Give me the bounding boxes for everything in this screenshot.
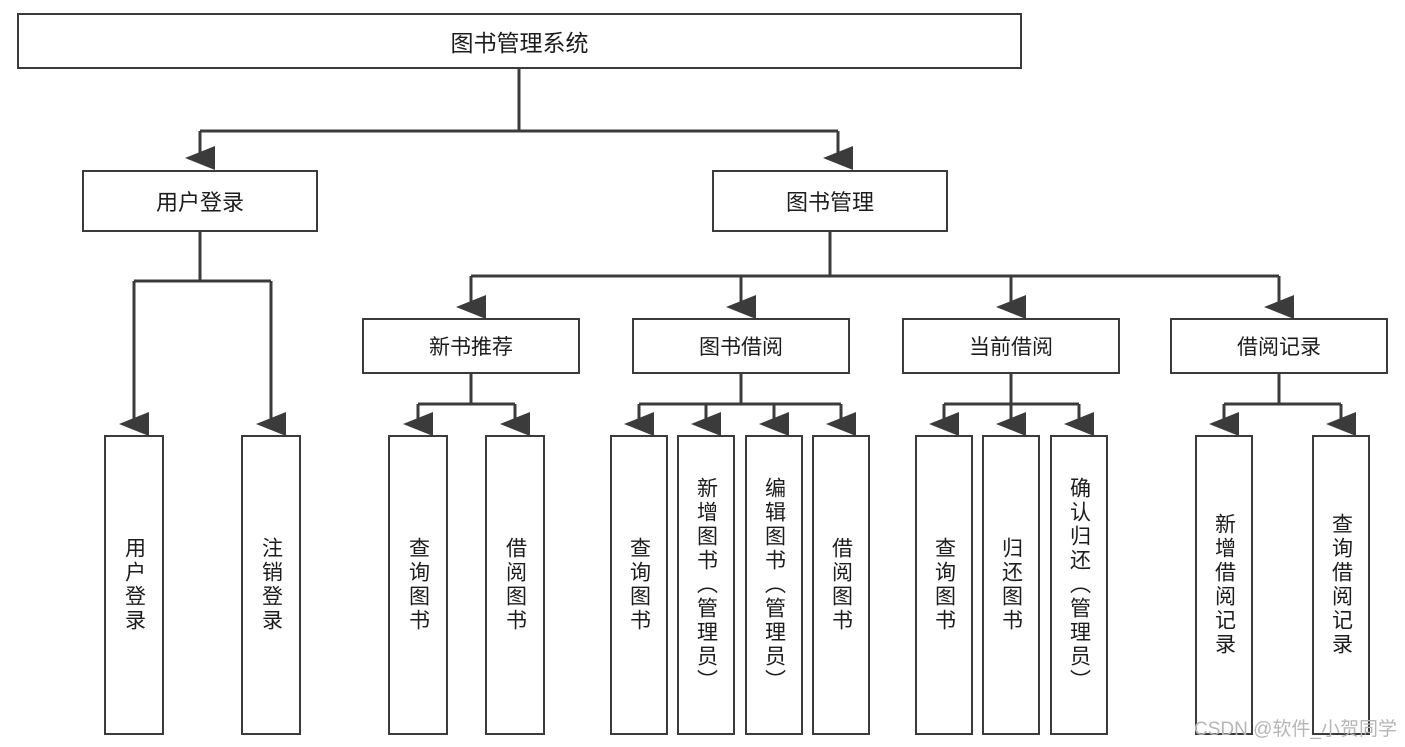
node-label: 图书管理系统 <box>450 30 589 56</box>
node-borrow-book[interactable]: 借阅图书 <box>812 435 870 735</box>
node-book-management-system[interactable]: 图书管理系统 <box>17 13 1022 69</box>
node-query-book-current[interactable]: 查询图书 <box>915 435 973 735</box>
node-label: 借阅记录 <box>1237 336 1321 359</box>
node-label: 新书推荐 <box>429 336 513 359</box>
node-user-login[interactable]: 用户登录 <box>82 170 318 232</box>
node-add-book-admin[interactable]: 新增图书（管理员） <box>677 435 735 735</box>
node-label: 查询图书 <box>932 537 956 633</box>
node-label: 新增图书（管理员） <box>694 477 718 693</box>
node-new-book-recommend[interactable]: 新书推荐 <box>362 318 580 374</box>
node-add-borrow-record[interactable]: 新增借阅记录 <box>1195 435 1253 735</box>
node-label: 借阅图书 <box>503 537 527 633</box>
node-book-borrow[interactable]: 图书借阅 <box>632 318 850 374</box>
node-label: 注销登录 <box>259 537 283 633</box>
node-query-book-recommend[interactable]: 查询图书 <box>388 435 448 735</box>
node-current-borrow[interactable]: 当前借阅 <box>902 318 1120 374</box>
node-label: 图书借阅 <box>699 336 783 359</box>
node-label: 编辑图书（管理员） <box>762 477 786 693</box>
node-label: 新增借阅记录 <box>1212 513 1236 657</box>
node-return-book[interactable]: 归还图书 <box>982 435 1040 735</box>
node-query-book-borrow[interactable]: 查询图书 <box>610 435 668 735</box>
node-edit-book-admin[interactable]: 编辑图书（管理员） <box>745 435 803 735</box>
node-label: 确认归还（管理员） <box>1067 477 1091 693</box>
node-logout-leaf[interactable]: 注销登录 <box>241 435 301 735</box>
node-book-manage[interactable]: 图书管理 <box>712 170 948 232</box>
node-borrow-record[interactable]: 借阅记录 <box>1170 318 1388 374</box>
node-label: 借阅图书 <box>829 537 853 633</box>
node-query-borrow-record[interactable]: 查询借阅记录 <box>1312 435 1370 735</box>
node-borrow-book-recommend[interactable]: 借阅图书 <box>485 435 545 735</box>
node-label: 归还图书 <box>999 537 1023 633</box>
node-label: 当前借阅 <box>969 336 1053 359</box>
node-label: 用户登录 <box>155 190 244 215</box>
node-label: 图书管理 <box>785 190 874 215</box>
node-label: 查询图书 <box>627 537 651 633</box>
node-label: 查询借阅记录 <box>1329 513 1353 657</box>
node-label: 查询图书 <box>406 537 430 633</box>
node-confirm-return-admin[interactable]: 确认归还（管理员） <box>1050 435 1108 735</box>
node-user-login-leaf[interactable]: 用户登录 <box>104 435 164 735</box>
node-label: 用户登录 <box>122 537 146 633</box>
watermark-text: CSDN @软件_小贺同学 <box>1194 719 1397 740</box>
